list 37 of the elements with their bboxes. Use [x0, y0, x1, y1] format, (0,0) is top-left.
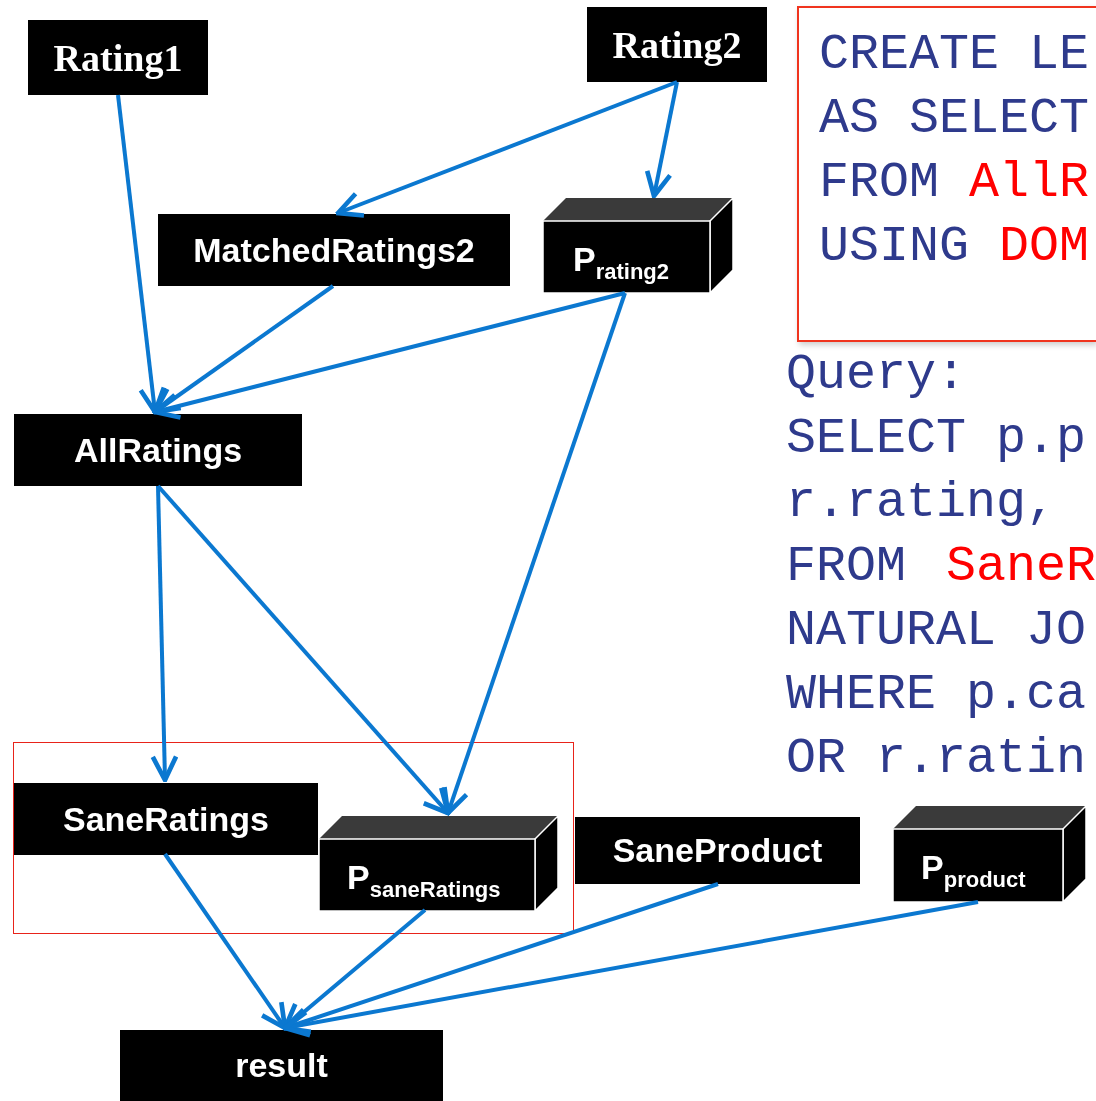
node-label: SaneProduct	[575, 817, 860, 884]
code-text: CREATE LE	[819, 30, 1090, 80]
code-text: USING	[819, 222, 970, 272]
code-text: SaneR	[946, 542, 1096, 592]
code-text: AS SELECT	[819, 94, 1090, 144]
arrow	[163, 852, 288, 1031]
code-box	[797, 6, 1096, 342]
arrow	[282, 908, 427, 1031]
code-text: FROM	[819, 158, 940, 208]
arrow	[644, 81, 679, 199]
arrow	[152, 291, 626, 420]
node-label: P$_{product}$	[921, 850, 1026, 891]
node-label: Rating2	[587, 7, 767, 82]
node-label: result	[120, 1030, 443, 1101]
code-text: SELECT p.p	[786, 414, 1087, 464]
arrow	[156, 484, 451, 816]
group-frame	[13, 742, 574, 934]
code-text: WHERE p.ca	[786, 670, 1087, 720]
node-label: MatchedRatings2	[158, 214, 510, 286]
code-text: DOM	[999, 222, 1089, 272]
code-text: r.rating,	[786, 478, 1057, 528]
node-label: P$_{saneRatings}$	[347, 860, 501, 901]
arrow	[335, 80, 678, 218]
arrow	[442, 292, 627, 816]
node-label: AllRatings	[14, 414, 302, 486]
code-text: OR r.ratin	[786, 734, 1087, 784]
node-label: P$_{rating2}$	[573, 242, 670, 283]
node-label: Rating1	[28, 20, 208, 95]
code-text: NATURAL JO	[786, 606, 1087, 656]
code-text: Query:	[786, 350, 967, 400]
code-text: AllR	[969, 158, 1090, 208]
arrow	[282, 900, 979, 1038]
arrow	[150, 485, 179, 783]
code-text: FROM	[786, 542, 907, 592]
arrow	[282, 882, 719, 1035]
node-label: SaneRatings	[14, 783, 318, 855]
arrow	[152, 284, 335, 415]
